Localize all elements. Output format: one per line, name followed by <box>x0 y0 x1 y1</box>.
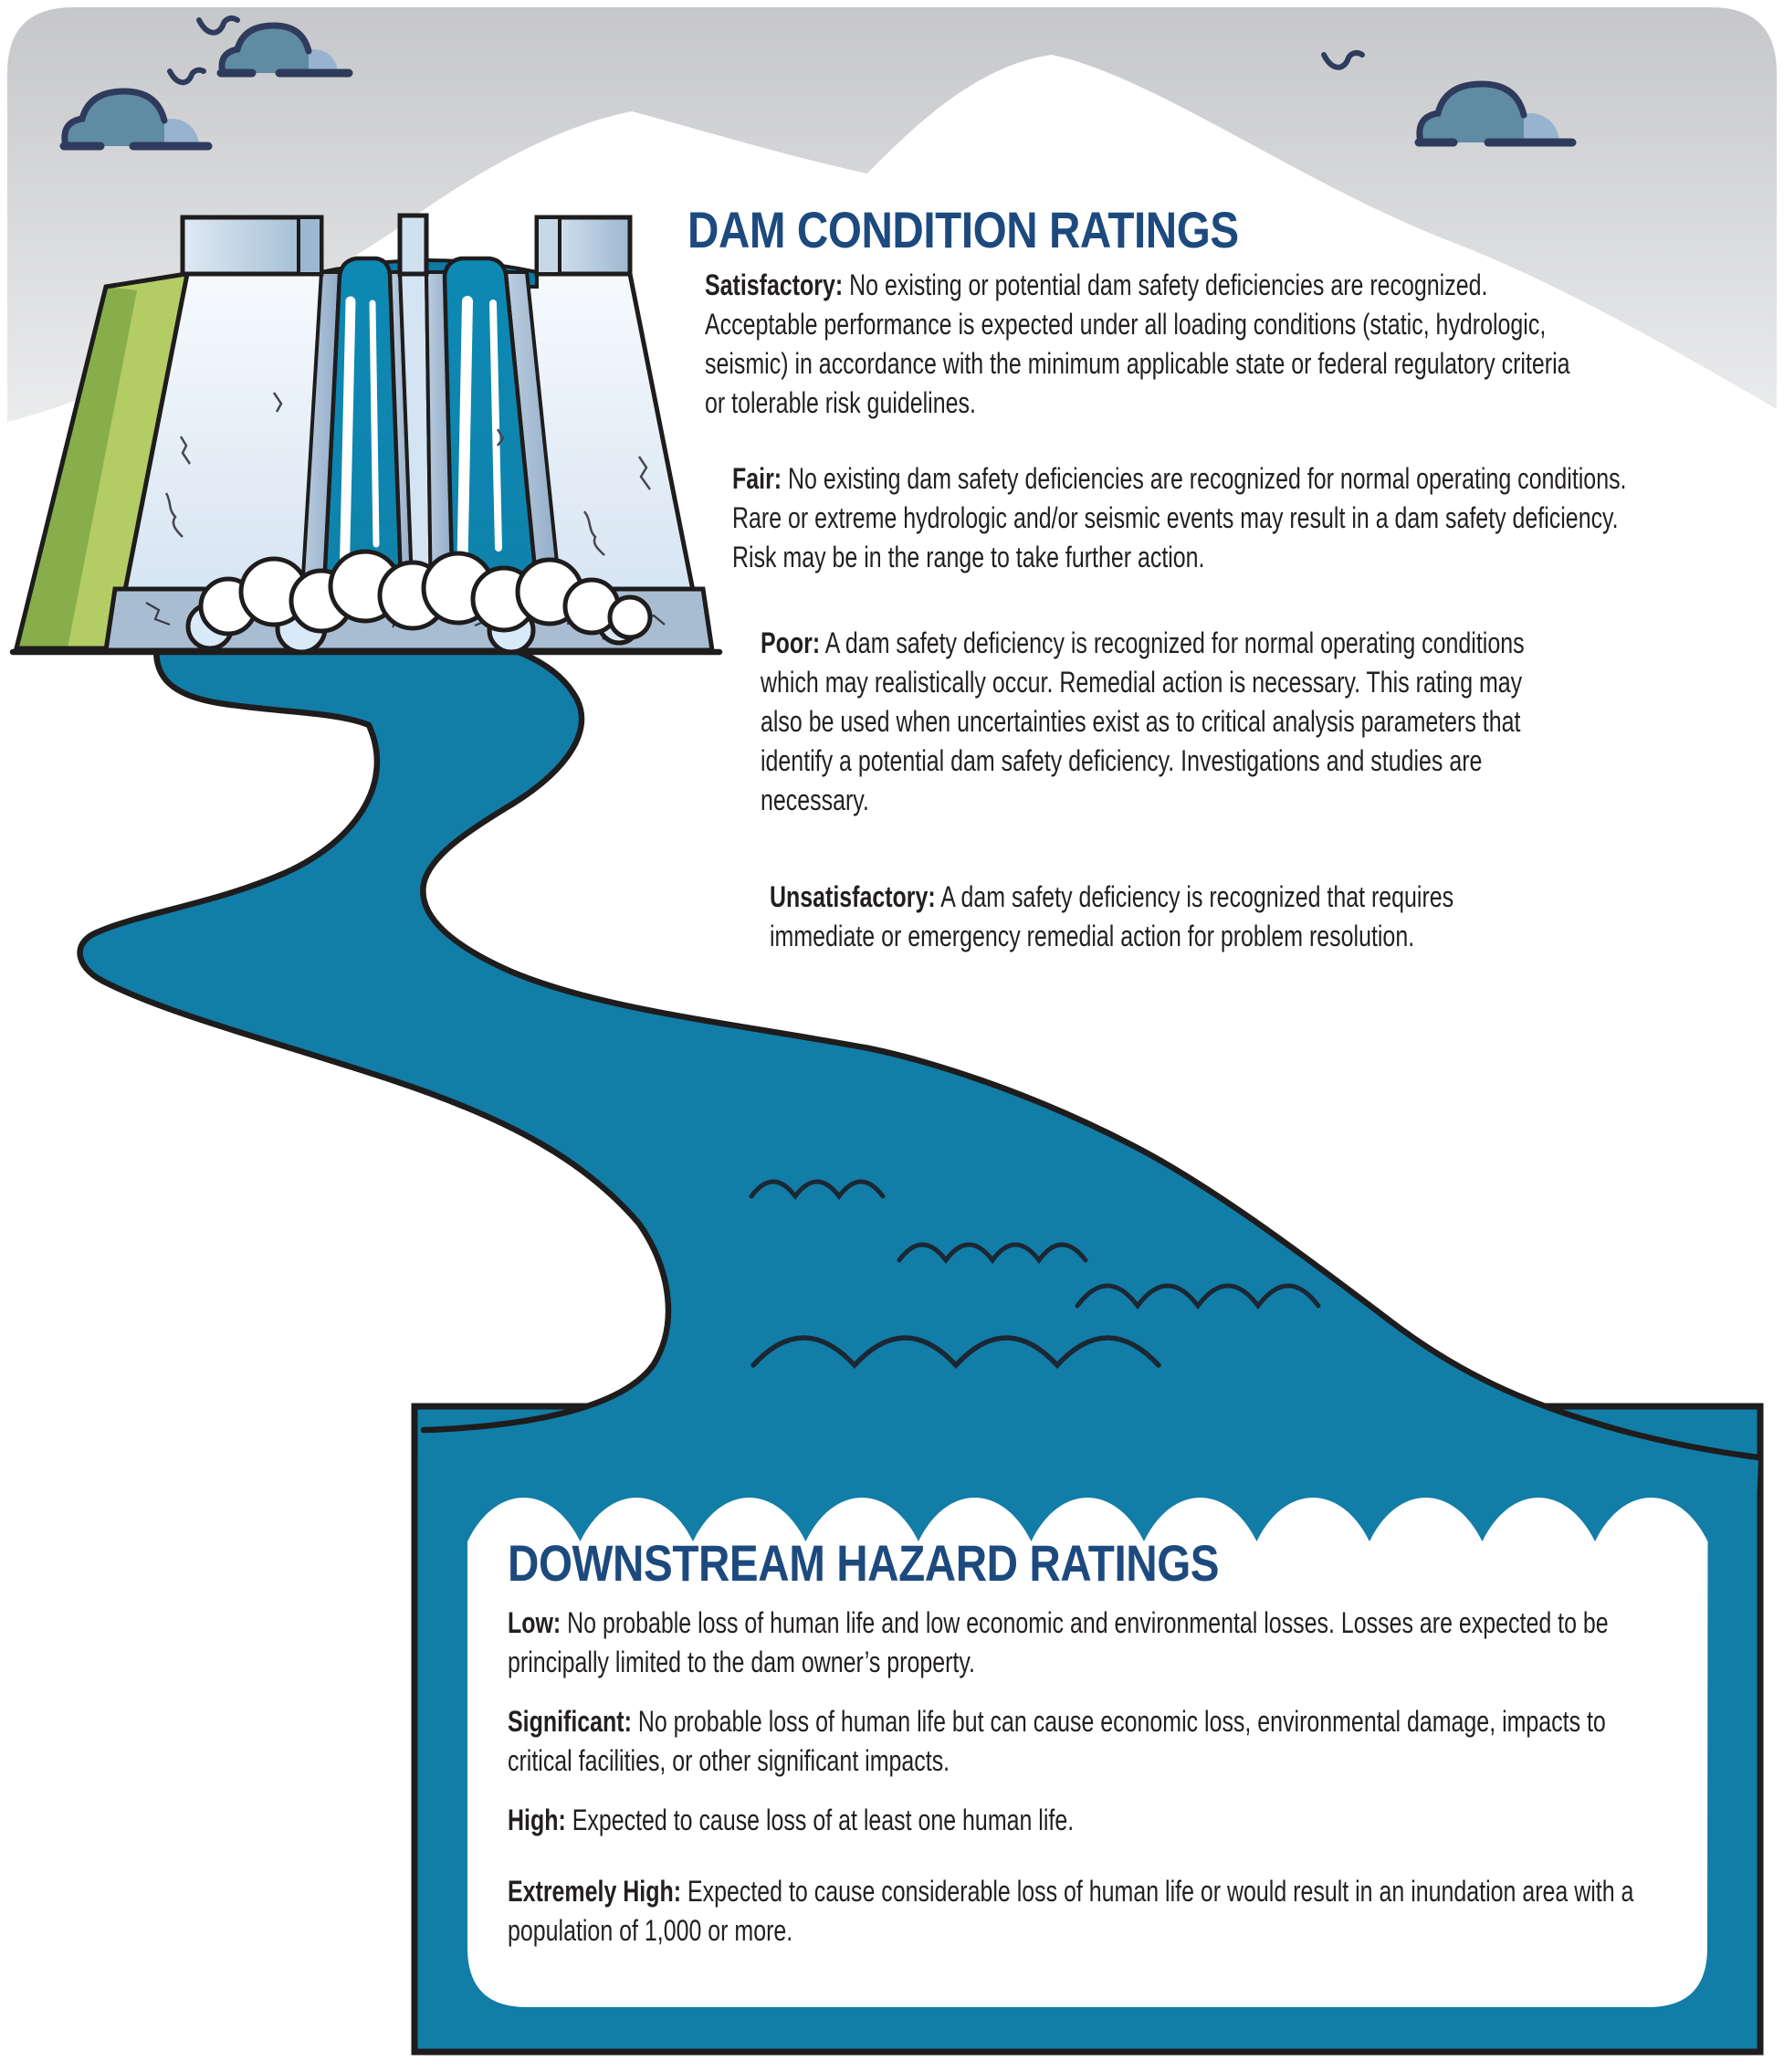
wave-icon <box>749 1179 886 1201</box>
sky-background <box>7 7 1777 422</box>
river-illustration <box>79 639 1759 1507</box>
condition-item-unsatisfactory: Unsatisfactory: A dam safety deficiency … <box>770 878 1525 956</box>
hazard-term: High: <box>508 1804 566 1836</box>
hazard-text: Expected to cause loss of at least one h… <box>565 1804 1075 1836</box>
bird-icon <box>167 67 206 86</box>
river-left-bank <box>77 637 672 1434</box>
crack-lines <box>164 392 652 556</box>
wave-icon <box>897 1242 1088 1265</box>
condition-text: A dam safety deficiency is recognized th… <box>770 880 1454 952</box>
hazard-card <box>467 1498 1708 2007</box>
dam-tower-cap <box>534 215 633 277</box>
bird-icon <box>196 16 240 36</box>
condition-term: Fair: <box>732 462 782 495</box>
hazard-item-extremely-high: Extremely High: Expected to cause consid… <box>508 1872 1672 1951</box>
condition-text: A dam safety deficiency is recognized fo… <box>761 626 1525 816</box>
river-right-bank <box>420 636 1762 1461</box>
cloud-icon <box>1414 80 1577 147</box>
condition-text: No existing dam safety deficiencies are … <box>732 462 1627 573</box>
cloud-icon <box>59 88 213 151</box>
cloud-icon <box>216 22 353 78</box>
condition-item-fair: Fair: No existing dam safety deficiencie… <box>732 459 1630 577</box>
condition-item-poor: Poor: A dam safety deficiency is recogni… <box>761 624 1529 820</box>
wave-icon <box>750 1335 1161 1370</box>
hazard-item-low: Low: No probable loss of human life and … <box>508 1604 1672 1682</box>
condition-item-satisfactory: Satisfactory: No existing or potential d… <box>705 266 1595 423</box>
hazard-item-significant: Significant: No probable loss of human l… <box>508 1702 1672 1781</box>
condition-term: Satisfactory: <box>705 268 844 301</box>
bird-icon <box>1321 50 1365 70</box>
hazard-text: No probable loss of human life and low e… <box>508 1606 1609 1678</box>
dam-tower-cap <box>180 215 324 277</box>
hazard-ratings-title: DOWNSTREAM HAZARD RATINGS <box>508 1534 1220 1592</box>
condition-ratings-title: DAM CONDITION RATINGS <box>687 201 1239 258</box>
foam <box>185 549 653 655</box>
hazard-item-high: High: Expected to cause loss of at least… <box>508 1801 1672 1840</box>
wave-icon <box>1075 1283 1321 1310</box>
condition-term: Unsatisfactory: <box>770 880 936 913</box>
dam-illustration <box>9 213 723 656</box>
dam-pillar-cap <box>397 213 429 277</box>
hazard-term: Significant: <box>508 1705 632 1738</box>
condition-term: Poor: <box>761 626 821 659</box>
condition-text: No existing or potential dam safety defi… <box>705 268 1570 419</box>
hazard-term: Low: <box>508 1606 561 1639</box>
hazard-term: Extremely High: <box>508 1875 682 1908</box>
hazard-text: Expected to cause considerable loss of h… <box>508 1875 1634 1947</box>
hazard-text: No probable loss of human life but can c… <box>508 1705 1606 1777</box>
